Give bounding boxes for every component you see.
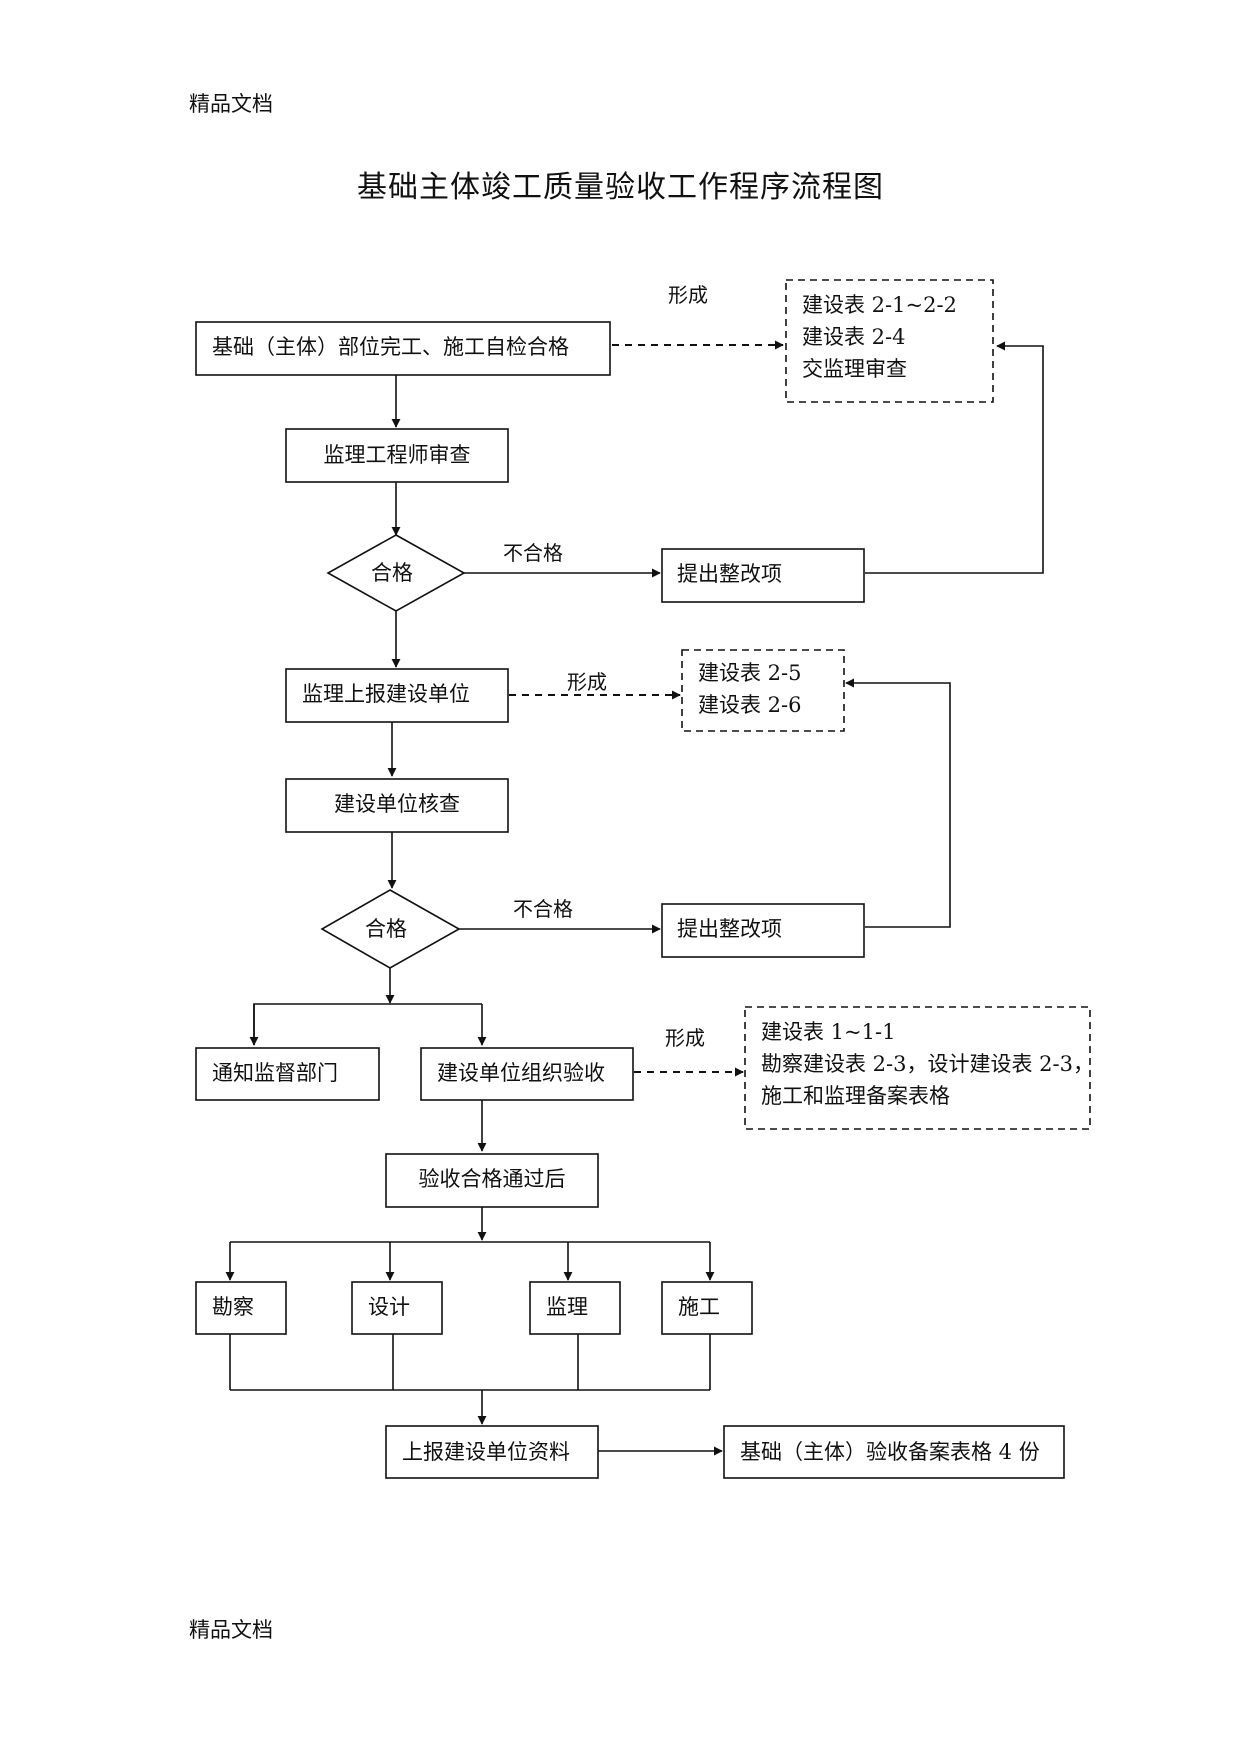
decision-d1 [326,534,466,612]
box-n1 [195,321,611,376]
note1-line2: 建设表 2-4 [802,325,906,349]
arrow-r1-note1 [865,341,1044,574]
node-p1-text: 勘察 [212,1295,254,1319]
box-p3 [529,1281,621,1335]
node-n4-text: 建设单位核查 [334,792,460,816]
box-notify [195,1047,380,1101]
box-passed [385,1153,599,1208]
note3-line1: 建设表 1~1-1 [761,1020,895,1044]
node-n2-text: 监理工程师审查 [324,443,471,467]
box-p1 [195,1281,287,1335]
box-p2 [351,1281,443,1335]
node-d1-text: 合格 [371,561,413,585]
label-form1: 形成 [668,283,708,307]
node-report-text: 上报建设单位资料 [402,1440,570,1464]
box-report [385,1425,599,1479]
box-organize [420,1047,634,1101]
node-p4-text: 施工 [678,1295,720,1319]
connectors [225,340,1044,1456]
node-passed-text: 验收合格通过后 [419,1167,566,1191]
page-title: 基础主体竣工质量验收工作程序流程图 [357,170,884,205]
box-n2 [285,428,509,483]
box-p4 [661,1281,753,1335]
node-r2-text: 提出整改项 [677,917,782,941]
box-n4 [285,778,509,833]
note-box-2 [681,649,845,732]
box-n3 [285,668,509,723]
node-r1-text: 提出整改项 [677,562,782,586]
note2-line2: 建设表 2-6 [698,693,802,717]
arrow-r2-note2 [845,678,951,928]
node-p2-text: 设计 [368,1295,410,1319]
page-footer: 精品文档 [189,1618,273,1642]
box-r1 [661,548,865,603]
decision-d2 [320,889,461,969]
node-p3-text: 监理 [546,1295,588,1319]
node-n3-text: 监理上报建设单位 [302,682,470,706]
label-form2: 形成 [567,670,607,694]
label-fail1: 不合格 [503,541,563,565]
node-notify-text: 通知监督部门 [212,1061,338,1085]
node-d2-text: 合格 [365,917,407,941]
note1-line3: 交监理审查 [802,357,907,381]
note-box-1 [785,279,994,403]
label-form3: 形成 [665,1026,705,1050]
page-header: 精品文档 [189,92,273,116]
note3-line3: 施工和监理备案表格 [761,1084,950,1108]
node-n1-text: 基础（主体）部位完工、施工自检合格 [212,335,569,359]
node-organize-text: 建设单位组织验收 [437,1061,605,1085]
box-r2 [661,903,865,958]
node-final-text: 基础（主体）验收备案表格 4 份 [740,1440,1040,1464]
note-box-3 [744,1006,1091,1130]
branch-line [253,1003,482,1045]
note3-line2: 勘察建设表 2-3，设计建设表 2-3， [761,1052,1094,1076]
box-final [723,1425,1065,1479]
label-fail2: 不合格 [513,897,573,921]
note1-line1: 建设表 2-1~2-2 [802,293,957,317]
note2-line1: 建设表 2-5 [698,661,802,685]
